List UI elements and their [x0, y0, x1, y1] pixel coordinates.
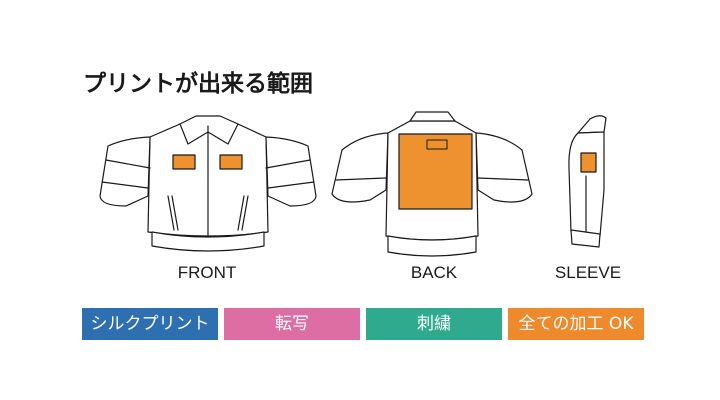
method-badge-transfer: 転写 [224, 308, 360, 340]
print-area-front-right-chest [220, 155, 242, 169]
print-area-back [399, 134, 472, 209]
front-view-label: FRONT [177, 263, 237, 282]
front-jacket-illustration [100, 116, 316, 251]
sleeve-jacket-illustration [569, 116, 606, 247]
sleeve-view-label: SLEEVE [554, 263, 622, 282]
back-jacket-illustration [332, 112, 532, 256]
back-view-label: BACK [410, 263, 458, 282]
method-badge-embroidery: 刺繍 [366, 308, 502, 340]
page-title: プリントが出来る範囲 [83, 71, 313, 97]
print-area-back-neck-label [427, 140, 447, 149]
method-badge-silk-print: シルクプリント [82, 308, 218, 340]
print-area-front-left-chest [173, 155, 195, 169]
print-area-sleeve [581, 153, 596, 172]
method-badge-all-ok: 全ての加工 OK [508, 308, 644, 340]
